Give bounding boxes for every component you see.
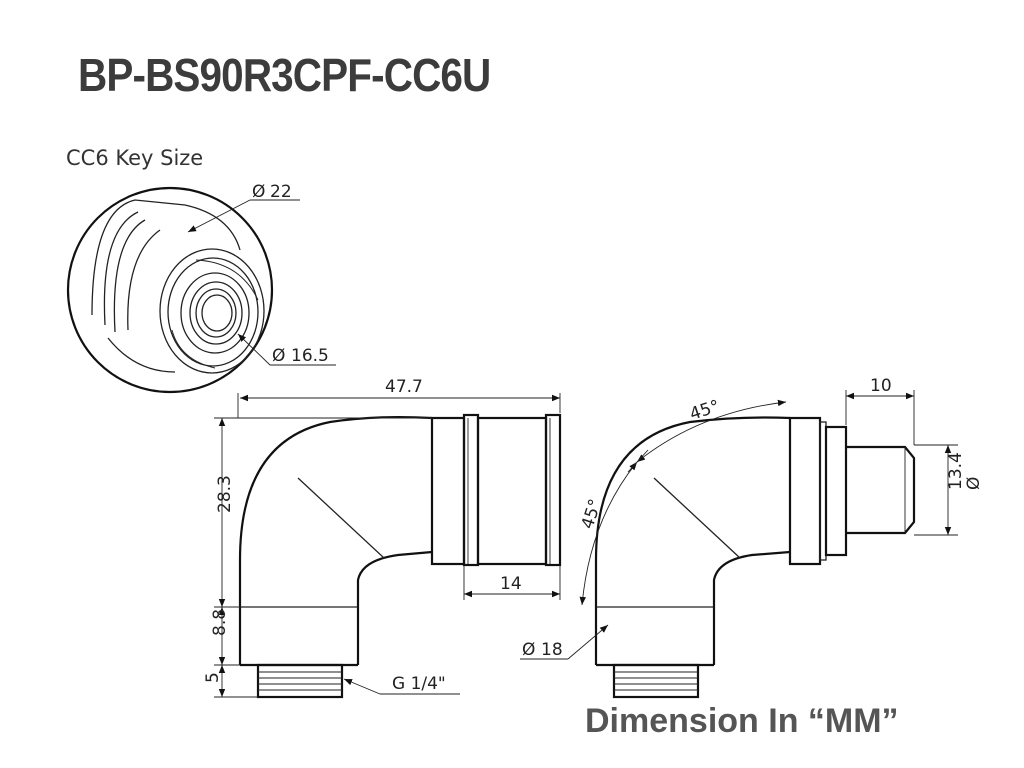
length-10-label: 10 [870,376,892,396]
height-5-label: 5 [203,672,223,683]
key-size-label: CC6 Key Size [66,146,204,170]
diameter-18-symbol: Ø [522,640,535,660]
diameter-22-symbol: Ø [252,182,265,202]
product-title: BP-BS90R3CPF-CC6U [78,49,491,101]
length-47-7-label: 47.7 [385,377,423,397]
diameter-13-4-symbol: Ø [964,477,984,490]
length-14-label: 14 [500,574,522,594]
diameter-16-5-symbol: Ø [272,346,285,366]
thread-label: G 1/4" [392,674,446,694]
height-8-8-label: 8.8 [210,609,230,636]
angle-left-label: 45° [578,497,606,532]
diameter-22-label: 22 [270,182,292,202]
key-detail-view [66,186,336,394]
diameter-18-label: 18 [541,640,563,660]
units-note: Dimension In “MM” [585,702,899,740]
diameter-16-5-label: 16.5 [291,346,329,366]
height-28-3-label: 28.3 [215,475,235,513]
diameter-13-4-label: 13.4 [946,452,966,490]
side-view-fitting [520,390,958,699]
front-view-fitting [214,393,562,699]
angle-top-label: 45° [687,396,722,424]
